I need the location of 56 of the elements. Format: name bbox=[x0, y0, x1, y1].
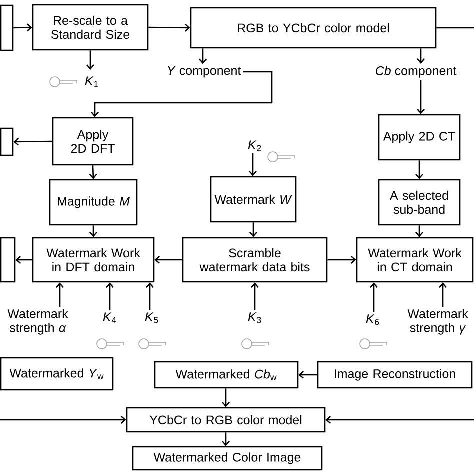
empty-box bbox=[0, 128, 14, 156]
process-box: Watermark Work in DFT domain bbox=[32, 237, 155, 283]
empty-box bbox=[0, 4, 14, 52]
arrow bbox=[439, 282, 447, 307]
arrow bbox=[91, 71, 273, 118]
arrow bbox=[16, 256, 32, 264]
process-box: Watermarked Cb$_{w}$ bbox=[154, 361, 299, 389]
process-box: Watermarked Color Image bbox=[132, 446, 323, 471]
arrow bbox=[90, 226, 98, 238]
input-label: Watermark strength α bbox=[8, 309, 68, 335]
process-box: Watermarked Y$_{w}$ bbox=[0, 357, 114, 391]
arrow bbox=[416, 160, 424, 180]
process-box: A selected sub-band bbox=[378, 179, 461, 226]
process-box: Magnitude M bbox=[49, 179, 138, 226]
arrow bbox=[89, 166, 98, 180]
arrow bbox=[0, 416, 126, 424]
arrow bbox=[416, 226, 424, 238]
arrow bbox=[148, 24, 190, 32]
component-label: Cb component bbox=[376, 66, 457, 78]
component-label: Y component bbox=[168, 66, 242, 78]
arrow bbox=[86, 50, 94, 70]
arrow bbox=[251, 282, 259, 310]
process-box: Apply 2D CT bbox=[378, 114, 461, 161]
arrow bbox=[106, 282, 114, 311]
process-box: Re-scale to a Standard Size bbox=[32, 4, 149, 51]
arrow bbox=[222, 432, 230, 446]
arrow bbox=[249, 154, 257, 176]
key-label: K$_{5}$ bbox=[145, 312, 158, 324]
key-label: K$_{2}$ bbox=[248, 140, 262, 152]
arrow bbox=[370, 282, 378, 312]
key-label: K$_{4}$ bbox=[103, 312, 116, 324]
arrow bbox=[417, 80, 425, 114]
process-box: RGB to YCbCr color model bbox=[190, 7, 437, 49]
arrow bbox=[199, 48, 207, 64]
arrow bbox=[417, 48, 425, 64]
process-box: Watermark W bbox=[210, 176, 297, 223]
arrow bbox=[14, 138, 52, 146]
key-label: K$_{6}$ bbox=[366, 314, 380, 326]
key-label: K$_{3}$ bbox=[248, 312, 262, 324]
arrow bbox=[56, 282, 64, 307]
input-label: Watermark strength γ bbox=[408, 309, 468, 335]
process-box: Image Reconstruction bbox=[317, 361, 473, 389]
arrow bbox=[222, 388, 230, 408]
process-box: YCbCr to RGB color model bbox=[126, 407, 326, 433]
arrow bbox=[326, 416, 474, 424]
arrow bbox=[328, 256, 356, 264]
key-label: K$_{1}$ bbox=[85, 76, 98, 88]
empty-box bbox=[0, 237, 16, 283]
arrow bbox=[14, 24, 32, 32]
process-box: Apply 2D DFT bbox=[52, 117, 134, 166]
arrow bbox=[250, 222, 258, 238]
process-box: Watermark Work in CT domain bbox=[356, 237, 474, 283]
arrow bbox=[146, 282, 154, 311]
arrow bbox=[298, 371, 318, 379]
process-box: Scramble watermark data bits bbox=[182, 237, 328, 283]
arrow bbox=[154, 256, 182, 264]
